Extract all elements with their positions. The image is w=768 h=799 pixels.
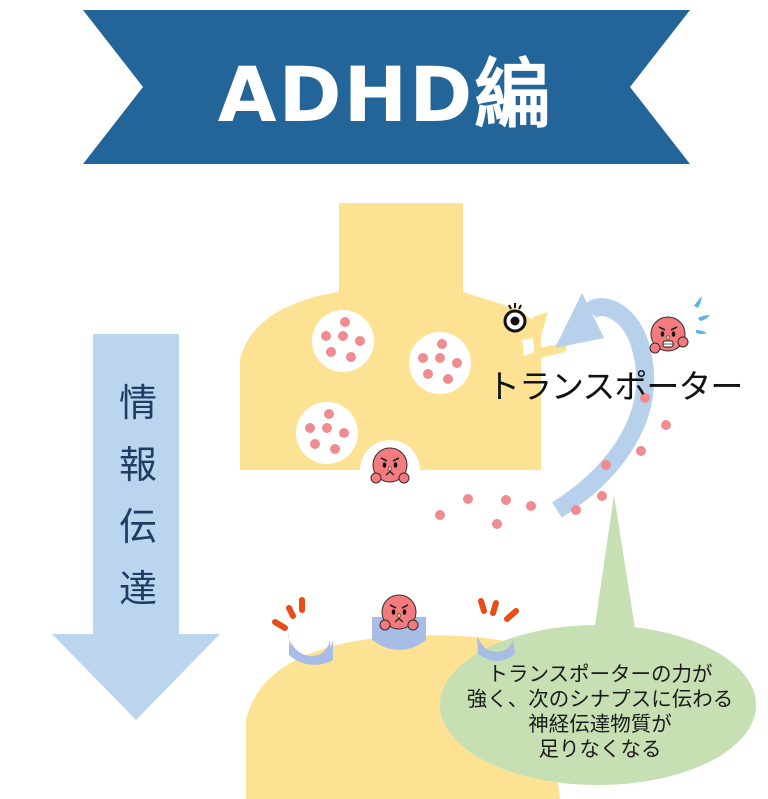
synaptic-vesicle — [296, 402, 358, 464]
receptor-bound — [372, 594, 426, 650]
callout-text: トランスポーターの力が 強く、次のシナプスに伝わる 神経伝達物質が 足りなくなる — [440, 662, 760, 762]
callout-bubble-body — [440, 625, 756, 785]
flow-label-char: 報 — [118, 443, 157, 487]
callout-line: 足りなくなる — [538, 737, 662, 761]
alert-marks-right-icon — [478, 598, 519, 622]
flow-label-char: 達 — [118, 567, 157, 611]
alert-marks-left-icon — [272, 597, 305, 631]
receptor-left — [288, 631, 333, 665]
neurotransmitter-dots — [435, 393, 671, 529]
information-flow-label: 情 報 伝 達 — [100, 372, 176, 620]
synaptic-vesicle — [409, 332, 471, 394]
page-title: ADHD編 — [217, 50, 553, 139]
callout-line: 神経伝達物質が — [528, 712, 672, 736]
reuptake-arrow — [552, 293, 655, 518]
callout-line: トランスポーターの力が — [487, 662, 713, 686]
sweat-drops-icon — [694, 296, 710, 334]
flow-label-char: 伝 — [118, 505, 157, 549]
transporter-label: トランスポーター — [487, 367, 743, 406]
presynaptic-neuron — [240, 203, 541, 470]
reuptaken-neurotransmitter-character — [649, 296, 710, 354]
synaptic-vesicle — [312, 310, 374, 372]
receptor-right — [477, 636, 515, 661]
callout-line: 強く、次のシナプスに伝わる — [466, 687, 734, 711]
eye-icon — [503, 303, 527, 333]
title-banner — [83, 10, 690, 164]
information-flow-arrow — [52, 334, 220, 720]
flow-label-char: 情 — [118, 381, 157, 425]
